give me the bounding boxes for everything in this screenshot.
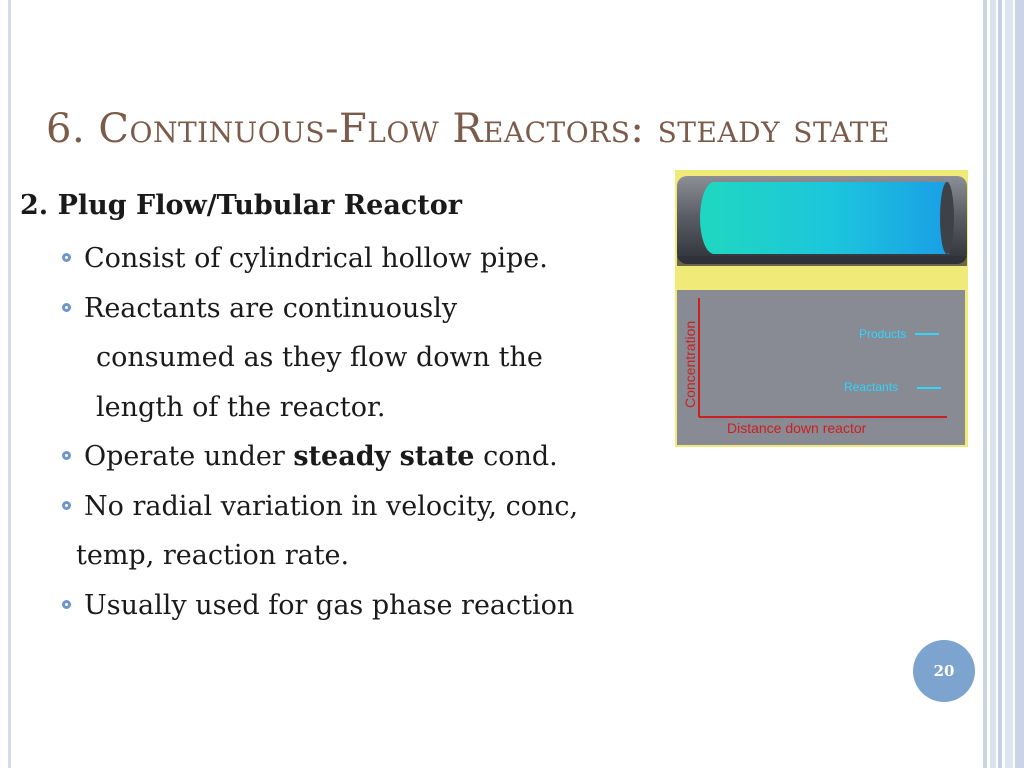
right-decor-stripe	[998, 0, 1002, 768]
bullet-continuation: length of the reactor.	[96, 391, 386, 423]
bullet-text: Reactants are continuously	[84, 292, 458, 324]
left-border-rule	[8, 0, 11, 768]
bullet-text: No radial variation in velocity, conc,	[84, 490, 579, 522]
right-decor-stripe	[1005, 0, 1013, 768]
bullet-item: Reactants are continuously	[20, 284, 670, 334]
bullet-icon	[62, 500, 71, 510]
section-heading: 2. Plug Flow/Tubular Reactor	[20, 190, 462, 221]
bullet-icon	[62, 599, 71, 609]
slide-content: 2. Plug Flow/Tubular Reactor Consist of …	[20, 184, 670, 630]
bullet-item: Consist of cylindrical hollow pipe.	[20, 234, 670, 284]
bullet-icon	[62, 302, 71, 312]
bullet-text: Consist of cylindrical hollow pipe.	[84, 243, 548, 274]
right-decor-stripe	[990, 0, 996, 768]
y-axis-label: Concentration	[682, 321, 698, 408]
bullet-icon	[62, 253, 71, 262]
bullet-item: No radial variation in velocity, conc,	[20, 482, 670, 532]
bullet-text-suffix: cond.	[474, 441, 558, 472]
bullet-continuation: consumed as they flow down the	[96, 342, 543, 373]
bullet-item: Operate under steady state cond.	[20, 432, 670, 482]
bullet-text-prefix: Operate under	[84, 441, 294, 472]
bullet-continuation: temp, reaction rate.	[76, 540, 350, 571]
pipe-illustration	[675, 170, 968, 285]
bullet-text: Usually used for gas phase reaction	[84, 589, 575, 621]
bullet-text-bold: steady state	[293, 441, 475, 472]
page-number-badge: 20	[913, 640, 975, 702]
right-decor-stripe	[983, 0, 987, 768]
plug-flow-figure: Concentration Distance down reactor Prod…	[675, 170, 968, 447]
concentration-chart: Concentration Distance down reactor Prod…	[677, 290, 965, 445]
legend-products: Products	[859, 327, 906, 341]
x-axis-label: Distance down reactor	[727, 420, 867, 436]
legend-reactants: Reactants	[844, 380, 898, 394]
bullet-item: Usually used for gas phase reaction	[20, 581, 670, 631]
bullet-icon	[62, 451, 71, 460]
pipe-fluid	[713, 182, 949, 254]
slide-title: 6. Continuous-Flow Reactors: steady stat…	[46, 106, 890, 152]
right-decor-stripe	[1015, 0, 1024, 768]
